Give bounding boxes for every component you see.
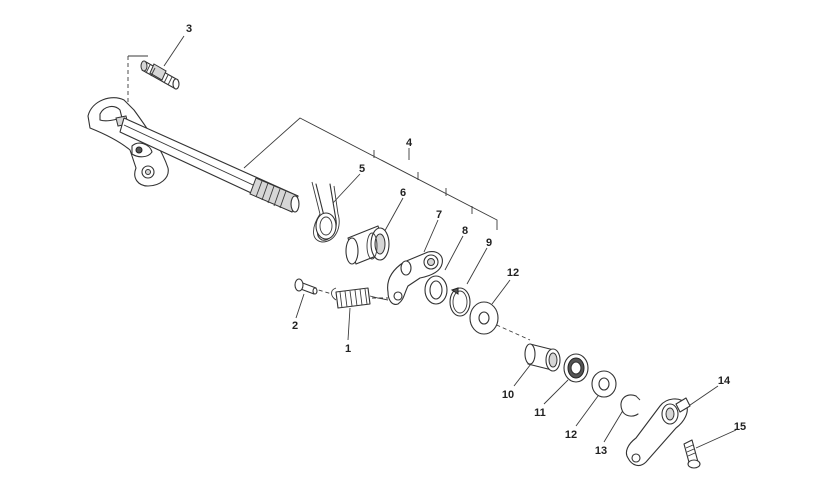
callout-13: 13 <box>595 445 607 457</box>
part-5-return-spring <box>311 181 340 243</box>
part-11-oil-seal <box>563 353 589 383</box>
callout-3: 3 <box>186 23 192 35</box>
callout-14: 14 <box>718 375 731 387</box>
part-7-arm-plate <box>387 251 443 305</box>
callout-11: 11 <box>534 407 546 419</box>
callout-10: 10 <box>502 389 514 401</box>
shift-shaft-assembly <box>87 97 300 213</box>
part-12-washer-lower <box>591 370 617 398</box>
part-2-pin-bolt <box>294 278 318 295</box>
part-9-circlip <box>449 287 471 317</box>
callout-7: 7 <box>436 209 442 221</box>
part-1-tension-spring <box>331 287 389 309</box>
callout-9: 9 <box>486 237 492 249</box>
callout-12-lower: 12 <box>565 429 577 441</box>
callout-8: 8 <box>462 225 468 237</box>
callout-15: 15 <box>734 421 746 433</box>
callout-4: 4 <box>406 137 413 149</box>
callout-1: 1 <box>345 343 351 355</box>
leader-lines <box>127 35 737 449</box>
part-15-bolt <box>683 439 701 469</box>
callout-5: 5 <box>359 163 365 175</box>
part-12-washer-upper <box>469 301 499 335</box>
part-10-needle-bearing <box>524 343 561 372</box>
callout-labels: 3 4 5 6 7 8 9 12 2 1 10 11 12 13 14 15 <box>186 23 746 457</box>
part-13-e-clip <box>620 394 641 417</box>
part-8-washer <box>424 275 448 305</box>
callout-6: 6 <box>400 187 406 199</box>
part-14-shift-lever <box>625 397 691 467</box>
part-3-stud-bolt <box>140 60 180 90</box>
part-6-collar <box>345 225 390 265</box>
callout-12-upper: 12 <box>507 267 519 279</box>
callout-2: 2 <box>292 320 298 332</box>
